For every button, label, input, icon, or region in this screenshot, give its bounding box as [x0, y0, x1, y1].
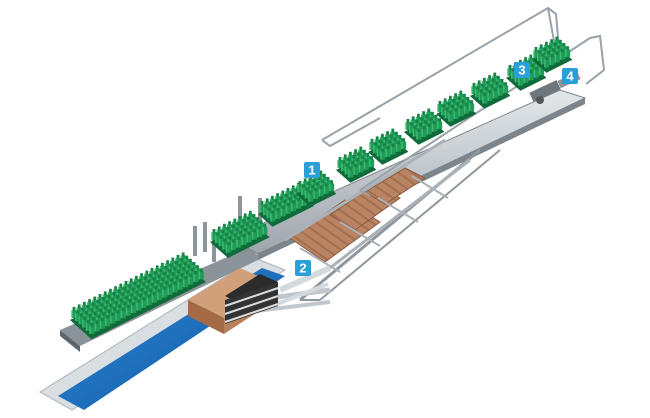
callout-marker-1: 1 [304, 162, 320, 178]
callout-marker-label: 4 [566, 69, 574, 84]
callout-marker-label: 3 [518, 63, 525, 78]
callout-markers: 1 2 3 4 [295, 62, 578, 276]
bottle-pack-icon [296, 170, 337, 207]
bottle-pack-icon [70, 252, 206, 340]
callout-marker-3: 3 [514, 62, 530, 78]
callout-marker-icon [562, 68, 578, 84]
slip-sheet-ladder [271, 138, 471, 308]
callout-marker-4: 4 [562, 68, 578, 84]
callout-marker-icon [304, 162, 320, 178]
bottle-pack-icon [258, 182, 314, 227]
bottle-packs [70, 36, 573, 340]
callout-marker-label: 1 [308, 163, 315, 178]
bottle-pack-icon [368, 128, 409, 165]
bottle-pack-icon [336, 146, 377, 183]
bottle-pack-icon [404, 108, 445, 145]
callout-marker-icon [514, 62, 530, 78]
pallet-stack [188, 268, 279, 334]
bottle-pack-icon [210, 210, 270, 258]
bottle-pack-icon [532, 36, 573, 73]
bottle-pack-icon [470, 72, 511, 109]
callout-marker-label: 2 [299, 261, 306, 276]
callout-marker-2: 2 [295, 260, 311, 276]
callout-marker-icon [295, 260, 311, 276]
bottle-pack-icon [436, 90, 477, 127]
